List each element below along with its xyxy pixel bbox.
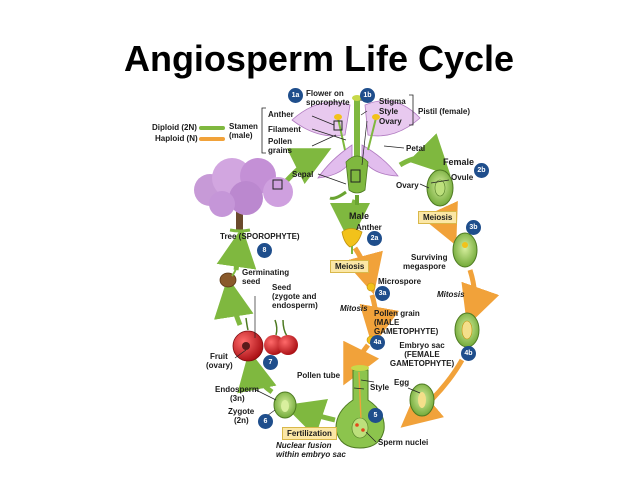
endosperm-paren-label: endosperm)	[272, 301, 318, 310]
step-badge-4b: 4b	[461, 346, 476, 361]
megaspore-illustration	[452, 232, 478, 268]
egg-illustration	[409, 383, 435, 417]
two-n-label: (2n)	[234, 416, 249, 425]
meiosis-left-box: Meiosis	[330, 260, 370, 273]
female-gametophyte-2: GAMETOPHYTE)	[389, 359, 455, 368]
step-badge-1a: 1a	[288, 88, 303, 103]
seed-word-label: seed	[242, 277, 261, 286]
ovule-illustration	[426, 169, 454, 207]
three-n-label: (3n)	[230, 394, 245, 403]
petal-label: Petal	[406, 144, 426, 153]
pistil-illustration	[335, 365, 385, 449]
pollen-tube-label: Pollen tube	[297, 371, 341, 380]
flower-on-label: Flower on	[306, 89, 344, 98]
male-paren-label: (male)	[229, 131, 253, 140]
step-badge-7: 7	[263, 355, 278, 370]
ovary-mid-label: Ovary	[396, 181, 419, 190]
step-badge-2b: 2b	[474, 163, 489, 178]
style-top-label: Style	[379, 107, 399, 116]
arrow-megaspore-to-sac	[461, 269, 500, 327]
legend-diploid-label: Diploid (2N)	[152, 123, 197, 132]
meiosis-right-box: Meiosis	[418, 211, 458, 224]
page-title: Angiosperm Life Cycle	[123, 38, 515, 79]
step-badge-6: 6	[258, 414, 273, 429]
microspore-label: Microspore	[378, 277, 422, 286]
fruit-label: Fruit	[210, 352, 228, 361]
surviving-label: Surviving	[411, 253, 448, 262]
grains-label: grains	[268, 146, 293, 155]
arrow-microspore-to-pollen	[359, 294, 400, 347]
step-badge-2a: 2a	[367, 231, 382, 246]
legend-haploid-label: Haploid (N)	[155, 134, 198, 143]
filament-label: Filament	[268, 125, 301, 134]
pollen-grain-label: Pollen grain	[374, 309, 420, 318]
male-gametophyte-2: GAMETOPHYTE)	[374, 327, 439, 336]
fertilization-box: Fertilization	[282, 427, 337, 440]
arrow-fruit-to-seed	[214, 277, 254, 326]
endosperm-label: Endosperm	[215, 385, 260, 394]
seed-cherries-illustration	[264, 319, 298, 355]
embryo-sac-label: Embryo sac	[399, 341, 445, 350]
step-badge-4a: 4a	[370, 335, 385, 350]
nuclear-fusion-label: Nuclear fusion	[276, 441, 332, 450]
male-label: Male	[349, 211, 370, 221]
germinating-seed-illustration	[219, 261, 238, 301]
stamen-bracket	[261, 107, 266, 154]
step-badge-3b: 3b	[466, 220, 481, 235]
germinating-label: Germinating	[242, 268, 290, 277]
tree-illustration	[194, 158, 293, 233]
step-badge-8: 8	[257, 243, 272, 258]
arrow-flower-to-male	[330, 199, 371, 243]
step-badge-5: 5	[368, 408, 383, 423]
fruit-illustration	[232, 317, 264, 362]
arrow-flower-to-female	[398, 133, 451, 176]
sporophyte-label: sporophyte	[306, 98, 350, 107]
female-label: Female	[443, 157, 475, 167]
sepal-label: Sepal	[292, 170, 314, 179]
female-gametophyte-1: (FEMALE	[404, 350, 440, 359]
step-badge-1b: 1b	[360, 88, 375, 103]
embryo-sac-illustration	[454, 312, 480, 348]
stigma-label: Stigma	[379, 97, 406, 106]
leader-lines	[234, 99, 450, 443]
step-badge-3a: 3a	[375, 286, 390, 301]
anther-mid-label: Anther	[356, 223, 382, 232]
anther-top-label: Anther	[268, 110, 294, 119]
mitosis-left-label: Mitosis	[340, 304, 368, 313]
microspore-dot	[366, 282, 376, 292]
sperm-nuclei-label: Sperm nuclei	[378, 438, 429, 447]
legend-diploid-swatch	[199, 126, 225, 130]
within-sac-label: within embryo sac	[276, 450, 346, 459]
arrow-fertilization-to-zygote	[283, 398, 336, 437]
egg-label: Egg	[394, 378, 410, 387]
legend-haploid-swatch	[199, 137, 225, 141]
tree-label: Tree (SPOROPHYTE)	[220, 232, 300, 241]
ovary-paren-label: (ovary)	[206, 361, 233, 370]
flower-illustration	[291, 95, 421, 205]
ovule-label: Ovule	[451, 173, 474, 182]
arrow-pollen-to-tube	[343, 340, 380, 386]
style-bottom-label: Style	[370, 383, 390, 392]
ovary-top-label: Ovary	[379, 117, 402, 126]
pollen-label: Pollen	[268, 137, 293, 146]
stamen-label: Stamen	[229, 122, 258, 131]
anther-illustration	[341, 228, 363, 254]
pistil-label: Pistil (female)	[418, 107, 471, 116]
megaspore-label: megaspore	[403, 262, 446, 271]
arrow-zygote-to-fruit	[237, 350, 277, 395]
zygote-label: Zygote	[228, 407, 255, 416]
mitosis-right-label: Mitosis	[437, 290, 465, 299]
zygote-illustration	[273, 391, 297, 419]
seed-title-label: Seed	[272, 283, 292, 292]
male-gametophyte-1: (MALE	[374, 318, 400, 327]
zygote-and-label: (zygote and	[272, 292, 317, 301]
pistil-bracket	[409, 94, 414, 126]
